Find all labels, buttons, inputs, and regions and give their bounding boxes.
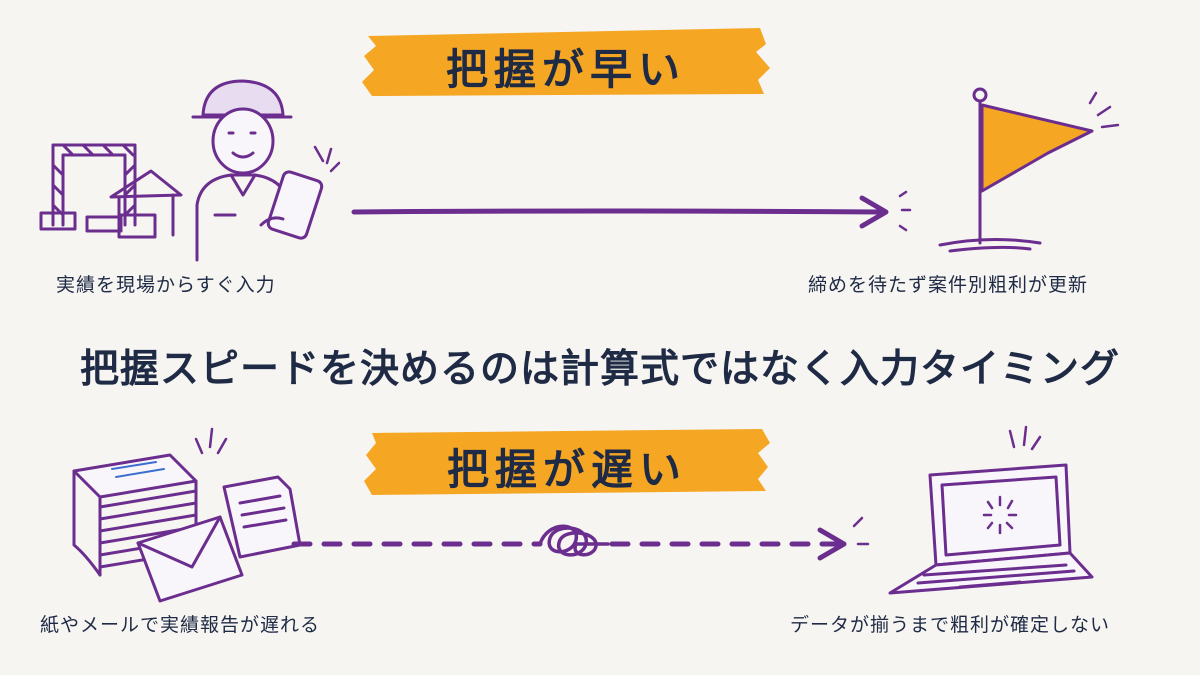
construction-worker-icon [191, 79, 293, 262]
slow-banner-brush [364, 429, 770, 495]
fast-title: 把握が早い [445, 45, 686, 94]
fast-arrow [351, 190, 912, 232]
fast-banner-brush [362, 28, 770, 96]
slow-right-caption: データが揃うまで粗利が確定しない [790, 614, 1111, 636]
paper-stack-icon [72, 453, 198, 577]
tablet-icon [259, 170, 324, 240]
envelope-icon [136, 515, 244, 603]
fast-left-caption: 実績を現場からすぐ入力 [56, 274, 276, 296]
flag-icon [938, 87, 1120, 253]
slow-title: 把握が遅い [446, 445, 687, 494]
fast-banner: 把握が早い [360, 22, 772, 100]
slow-arrow [291, 516, 870, 561]
fast-left-illustration [39, 79, 341, 262]
tent-icon [109, 169, 183, 239]
fast-right-caption: 締めを待たず案件別粗利が更新 [808, 274, 1089, 296]
headline: 把握スピードを決めるのは計算式ではなく入力タイミング [79, 347, 1120, 392]
slow-banner: 把握が遅い [362, 423, 772, 499]
stage-truss-icon [39, 143, 137, 233]
slow-left-illustration [72, 427, 302, 603]
tangle-icon [538, 524, 610, 557]
slow-left-caption: 紙やメールで実績報告が遅れる [40, 614, 321, 636]
laptop-icon [888, 425, 1094, 595]
loading-spinner-icon [982, 495, 1018, 535]
document-icon [222, 475, 302, 559]
